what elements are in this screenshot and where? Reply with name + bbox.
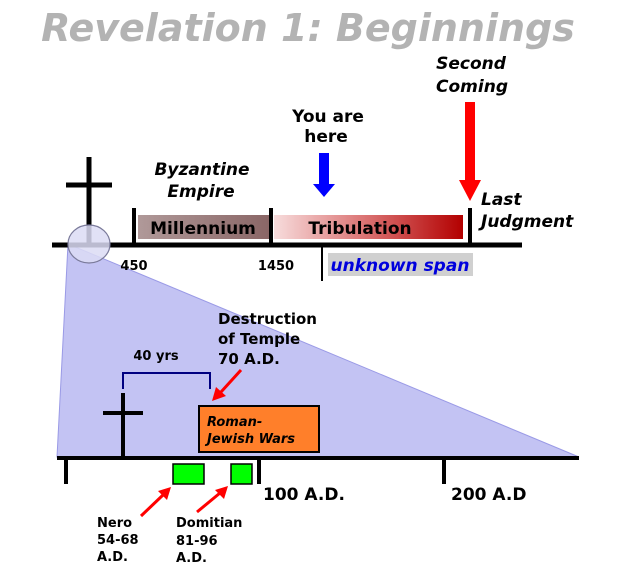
unknown-span-label: unknown span [331, 256, 470, 276]
second-coming-line1: Second [436, 54, 507, 74]
second-coming-line2: Coming [436, 77, 508, 97]
wars-label-line1: Roman- [207, 415, 262, 430]
tick-label-100: 100 A.D. [263, 485, 345, 505]
nero-arrow-head-icon [158, 487, 171, 500]
nero-arrow-shaft [139, 493, 165, 518]
second-coming-arrow-icon [459, 102, 481, 201]
byzantine-label-line1: Byzantine [154, 160, 249, 180]
nero-box [172, 463, 205, 485]
forty-years-bracket [122, 372, 211, 389]
destruction-label-line3: 70 A.D. [218, 350, 280, 368]
destruction-label-line2: of Temple [218, 330, 300, 348]
page-title: Revelation 1: Beginnings [41, 6, 575, 50]
destruction-arrow-shaft [219, 368, 243, 394]
forty-years-label: 40 yrs [133, 349, 179, 364]
tick-label-450: 450 [120, 259, 147, 274]
domitian-arrow-head-icon [215, 486, 228, 499]
nero-label-line2: 54-68 [97, 533, 139, 548]
nero-label-line1: Nero [97, 516, 132, 531]
roman-jewish-wars-box [198, 405, 320, 453]
last-judgment-line1: Last [481, 190, 522, 210]
tick-label-200: 200 A.D [451, 485, 526, 505]
magnifier-circle [67, 224, 111, 264]
last-judgment-line2: Judgment [478, 212, 574, 232]
millennium-bar [138, 215, 269, 239]
you-are-here-arrow-icon [313, 153, 335, 197]
wars-label-line2: Jewish Wars [204, 432, 295, 447]
domitian-label-line1: Domitian [176, 516, 242, 531]
tick-label-1450: 1450 [258, 259, 294, 274]
tribulation-label: Tribulation [308, 219, 411, 239]
domitian-label-line2: 81-96 [176, 534, 218, 549]
destruction-label-line1: Destruction [218, 310, 317, 328]
domitian-arrow-shaft [196, 491, 221, 514]
tribulation-bar [274, 215, 463, 239]
millennium-label: Millennium [150, 219, 256, 239]
byzantine-label-line2: Empire [167, 182, 234, 202]
domitian-box [230, 463, 253, 485]
domitian-label-line3: A.D. [176, 551, 207, 566]
you-are-here-line1: You are [291, 107, 364, 127]
you-are-here-line2: here [304, 127, 348, 147]
unknown-span-bg [328, 253, 473, 276]
destruction-arrow-head-icon [212, 387, 226, 401]
nero-label-line3: A.D. [97, 550, 128, 565]
